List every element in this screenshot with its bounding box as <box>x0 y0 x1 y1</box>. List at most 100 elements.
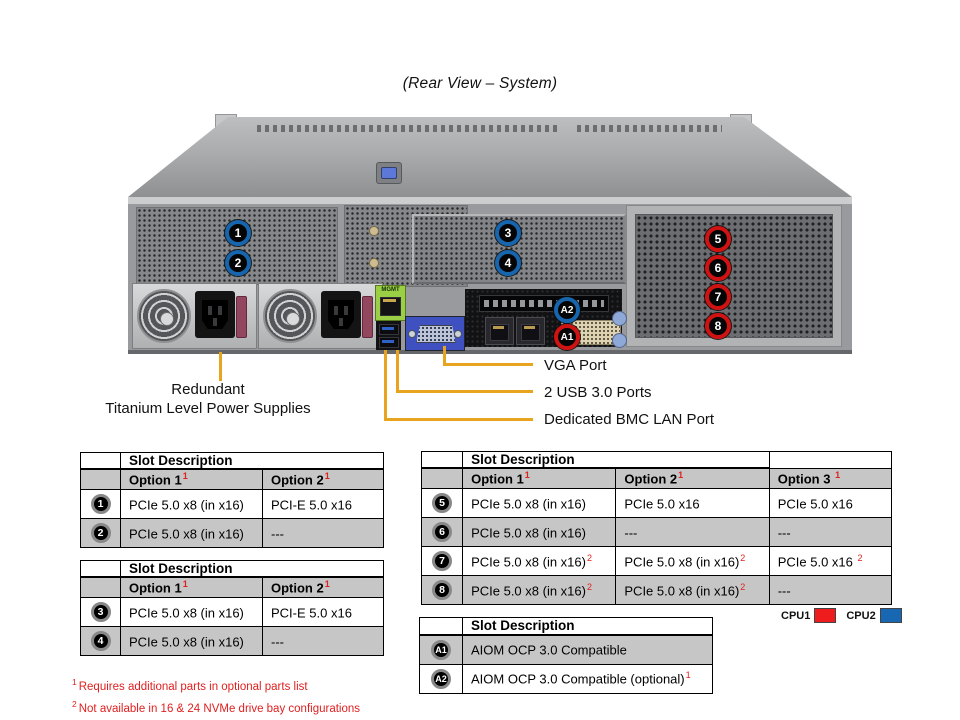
footnote-marker: 1 <box>182 471 188 482</box>
corner-cell <box>80 576 121 598</box>
column-header-text: Option 3 <box>777 471 835 487</box>
cpu1-color-swatch <box>814 608 837 623</box>
column-header: Option 11 <box>462 467 617 489</box>
option-text: PCI-E 5.0 x16 <box>271 497 352 513</box>
db15-connector-icon <box>416 325 456 343</box>
callout-slot-a1: A1 <box>554 324 580 350</box>
table-row: A2 AIOM OCP 3.0 Compatible (optional)1 <box>419 663 713 694</box>
pci-slot-area-3-4 <box>412 214 626 284</box>
psu-release-latch <box>362 296 373 338</box>
vga-callout-line <box>443 363 533 366</box>
option-text: AIOM OCP 3.0 Compatible <box>471 642 627 658</box>
footnote-marker: 2 <box>72 698 77 709</box>
empty-header-cell <box>768 451 893 469</box>
lid-latch-button <box>381 167 397 179</box>
rj45-jack-icon <box>521 324 540 341</box>
server-rear-view: MGMT 1 2 3 4 5 6 7 8 A2 A1 <box>112 113 852 355</box>
footnote-marker: 2 <box>740 581 746 592</box>
psu-label-line2: Titanium Level Power Supplies <box>105 400 311 417</box>
callout-slot-8: 8 <box>705 313 731 339</box>
pci-slot-area-5-8 <box>626 205 842 347</box>
callout-slot-1: 1 <box>225 220 251 246</box>
slot-badge: 4 <box>90 631 111 651</box>
callout-slot-6: 6 <box>705 255 731 281</box>
usb-port-icon <box>379 337 399 348</box>
rj45-pins <box>524 326 535 329</box>
table-title-row: Slot Description <box>80 560 385 578</box>
footnote-text: Requires additional parts in optional pa… <box>78 680 308 693</box>
footnote-marker: 1 <box>72 677 77 687</box>
c14-socket-icon <box>328 300 354 329</box>
callout-slot-7: 7 <box>705 284 731 310</box>
power-supply-1 <box>132 283 257 349</box>
option-cell: PCIe 5.0 x8 (in x16) <box>120 518 263 548</box>
column-header: Option 21 <box>615 467 770 489</box>
footnote-marker: 1 <box>678 470 684 481</box>
corner-cell <box>420 451 464 469</box>
option-cell: PCIe 5.0 x16 2 <box>768 546 893 576</box>
psu-callout-line <box>219 352 222 381</box>
column-header: Option 3 1 <box>768 467 893 489</box>
option-cell: AIOM OCP 3.0 Compatible <box>462 634 713 665</box>
rj45-jack-icon <box>490 324 509 341</box>
slot-table-1-2: Slot Description Option 11 Option 21 1 P… <box>80 452 385 548</box>
vga-screw-icon <box>454 330 462 338</box>
option-cell: PCIe 5.0 x8 (in x16) <box>120 597 263 627</box>
io-connector-block <box>465 289 622 347</box>
page-title: (Rear View – System) <box>402 75 558 92</box>
callout-slot-2: 2 <box>225 250 251 276</box>
rj45-jack-icon <box>380 297 401 316</box>
option-text: AIOM OCP 3.0 Compatible (optional) <box>471 671 685 687</box>
cpu1-label: CPU1 <box>781 609 811 622</box>
corner-cell <box>420 467 464 489</box>
column-header-text: Option 2 <box>271 580 324 596</box>
table-row: A1 AIOM OCP 3.0 Compatible <box>419 634 713 665</box>
table-title: Slot Description <box>462 617 713 636</box>
slot-cell: 1 <box>80 489 121 519</box>
option-cell: PCIe 5.0 x8 (in x16)2 <box>615 575 770 605</box>
option-cell: --- <box>261 518 385 548</box>
vga-port <box>405 316 465 351</box>
slot-badge: A2 <box>431 668 451 689</box>
option-cell: PCIe 5.0 x8 (in x16) <box>462 517 617 547</box>
option-cell: PCIe 5.0 x8 (in x16) <box>120 489 263 519</box>
lid-vents-left <box>257 125 557 132</box>
cpu2-color-swatch <box>879 608 902 623</box>
table-title-row: Slot Description <box>420 451 893 469</box>
option-cell: PCI-E 5.0 x16 <box>261 489 385 519</box>
slot-badge: 6 <box>432 522 453 542</box>
option-text: PCIe 5.0 x8 (in x16) <box>129 634 244 650</box>
slot-cell: 2 <box>80 518 121 548</box>
slot-badge: 8 <box>432 580 453 600</box>
usb-callout-line <box>396 350 399 393</box>
slot-badge: 7 <box>432 551 453 571</box>
footnote-marker: 1 <box>685 670 691 681</box>
table-row: 8 PCIe 5.0 x8 (in x16)2 PCIe 5.0 x8 (in … <box>420 575 893 605</box>
footnote-marker: 2 <box>740 552 746 563</box>
lan-port-icon <box>485 317 514 345</box>
psu-fan-icon <box>137 289 191 343</box>
bmc-callout-line <box>384 418 533 421</box>
option-cell: PCIe 5.0 x8 (in x16) <box>462 488 617 518</box>
column-header-row: Option 11 Option 21 <box>80 468 385 490</box>
option-text: --- <box>271 526 284 542</box>
option-text: PCIe 5.0 x16 <box>777 554 857 570</box>
option-cell: PCIe 5.0 x16 <box>768 488 893 518</box>
slot-badge: 3 <box>90 602 111 622</box>
thumbscrew-icon <box>612 333 627 348</box>
column-header: Option 11 <box>120 576 263 598</box>
footnote-marker: 1 <box>182 579 188 590</box>
usb-port-icon <box>379 324 399 335</box>
option-cell: PCIe 5.0 x16 <box>615 488 770 518</box>
table-title: Slot Description <box>462 451 770 469</box>
vga-callout-line <box>443 346 446 366</box>
footnote-marker: 1 <box>324 471 330 482</box>
footnote-marker: 1 <box>835 470 841 481</box>
option-text: PCIe 5.0 x8 (in x16) <box>624 583 740 599</box>
usb-tongue <box>382 340 394 343</box>
pci-slot-vent-5-8 <box>635 214 833 338</box>
callout-slot-4: 4 <box>495 250 521 276</box>
column-header-text: Option 1 <box>129 580 182 596</box>
